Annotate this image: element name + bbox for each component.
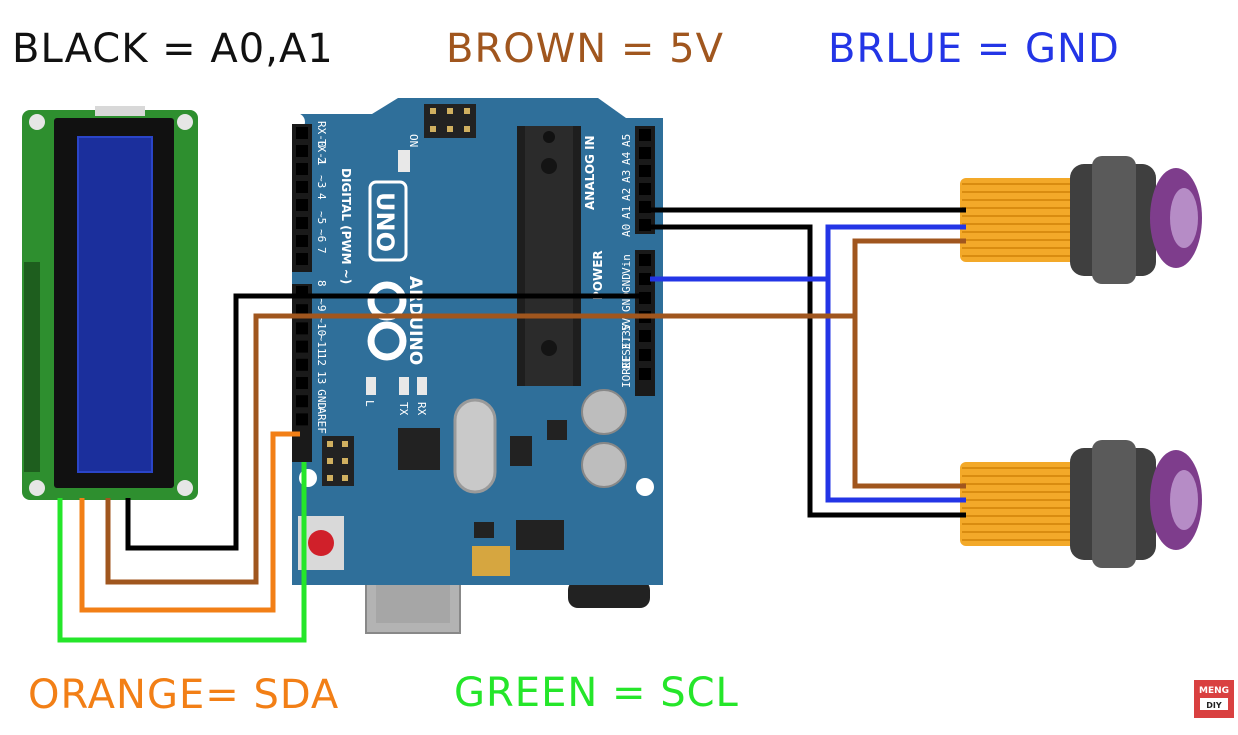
legend-brown: BROWN = 5V: [446, 26, 724, 72]
digital-pin-hole: [296, 217, 308, 229]
analog-pin-label: A0: [620, 224, 633, 237]
led-label-rx: RX: [415, 402, 428, 416]
digital-pin-label: 12: [315, 353, 328, 366]
analog-pin-hole: [639, 129, 651, 141]
legend-orange: ORANGE= SDA: [28, 672, 339, 718]
digital-pin-hole: [296, 358, 308, 371]
digital-pin-label: AREF: [315, 407, 328, 434]
wire-blue-gnd-bottom: [825, 279, 966, 503]
digital-pin-label: ~5: [315, 211, 328, 224]
digital-pin-label: ~3: [315, 175, 328, 188]
analog-pin-label: A4: [620, 151, 633, 165]
wire-orange-sda: [79, 431, 300, 613]
legend-black: BLACK = A0,A1: [12, 26, 334, 72]
digital-pin-label: ~9: [315, 298, 328, 311]
analog-pin-label: A5: [620, 134, 633, 147]
digital-pin-hole: [296, 413, 308, 426]
power-pin-hole: [639, 273, 651, 285]
power-pin-label: 5V: [620, 317, 633, 331]
uno-badge: UNO: [368, 180, 408, 262]
digital-pin-label: 8: [315, 280, 328, 287]
digital-pin-label: ~6: [315, 229, 328, 242]
wire-brown-5v-bottom: [852, 316, 966, 489]
lcd-module: [22, 106, 198, 500]
analog-pin-label: A2: [620, 188, 633, 201]
wire-green-scl: [57, 462, 307, 643]
arduino-brand: ARDUINO: [405, 276, 425, 365]
digital-pin-label: 7: [315, 247, 328, 254]
power-pin-hole: [639, 330, 651, 342]
on-label: ON: [407, 134, 420, 147]
power-pin-label: IOREF: [620, 355, 633, 388]
meng-diy-logo: MENG DIY: [1194, 680, 1234, 718]
digital-pin-hole: [296, 199, 308, 211]
power-label: POWER: [591, 250, 605, 300]
digital-pin-hole: [296, 235, 308, 247]
power-pin-label: 3.3V: [620, 323, 633, 350]
digital-pin-label: GND: [315, 389, 328, 409]
lcd-screen: [78, 137, 152, 472]
analog-pin-hole: [639, 219, 651, 231]
digital-pin-hole: [296, 181, 308, 193]
wire-brown-lcd-vcc: [105, 313, 855, 585]
digital-pin-hole: [296, 145, 308, 157]
analog-header: [635, 126, 655, 234]
analog-pin-hole: [639, 147, 651, 159]
digital-pin-label: TX-1: [315, 139, 328, 166]
digital-pin-label: ~11: [315, 335, 328, 355]
led-label-tx: TX: [397, 402, 410, 416]
led-label-l: L: [363, 400, 376, 407]
analog-pin-holes: [639, 129, 651, 231]
legend-green: GREEN = SCL: [454, 670, 739, 716]
capacitor-2: [581, 442, 627, 488]
power-pin-hole: [639, 368, 651, 380]
digital-pin-label: 4: [315, 193, 328, 200]
sensor-top: [960, 156, 1202, 284]
analog-pin-hole: [639, 165, 651, 177]
digital-pin-label: RX-0: [315, 121, 328, 148]
power-pin-label: GND: [620, 273, 633, 293]
power-pin-hole: [639, 254, 651, 266]
digital-label: DIGITAL (PWM ~): [339, 168, 353, 284]
digital-pin-label: ~10: [315, 316, 328, 336]
wire-brown-5v-top: [852, 238, 966, 316]
svg-text:DIY: DIY: [1206, 701, 1222, 710]
capacitor-1: [581, 389, 627, 435]
analog-pin-hole: [639, 201, 651, 213]
digital-pin-hole: [296, 253, 308, 265]
sensor-bottom: [960, 440, 1202, 568]
analog-pin-hole: [639, 183, 651, 195]
legend-blue: BRLUE = GND: [828, 26, 1120, 72]
wire-black-a0: [650, 224, 966, 518]
digital-pin-hole: [296, 304, 308, 317]
arduino-board: ON RX-0TX-12~34~5~678~9~10~111213GNDAREF…: [287, 98, 663, 634]
power-pin-hole: [639, 349, 651, 361]
power-pin-label: RESET: [620, 336, 633, 369]
wire-blue-gnd-top: [650, 224, 966, 282]
wire-black-lcd-gnd: [125, 293, 650, 551]
digital-pin-hole: [296, 322, 308, 335]
digital-pin-label: 2: [315, 157, 328, 164]
analog-label: ANALOG IN: [583, 135, 597, 210]
digital-pin-hole: [296, 377, 308, 389]
digital-pin-hole: [296, 395, 308, 408]
crystal: [453, 398, 497, 494]
digital-pin-hole: [296, 340, 308, 353]
digital-pin-label: 13: [315, 371, 328, 384]
svg-text:UNO: UNO: [371, 192, 399, 252]
lcd-pin-header: [24, 262, 40, 472]
power-pin-label: Vin: [620, 254, 633, 274]
digital-pin-hole: [296, 163, 308, 175]
analog-pin-label: A1: [620, 206, 633, 219]
analog-pin-label: A3: [620, 170, 633, 183]
svg-text:MENG: MENG: [1199, 686, 1229, 696]
digital-pin-hole: [296, 127, 308, 139]
